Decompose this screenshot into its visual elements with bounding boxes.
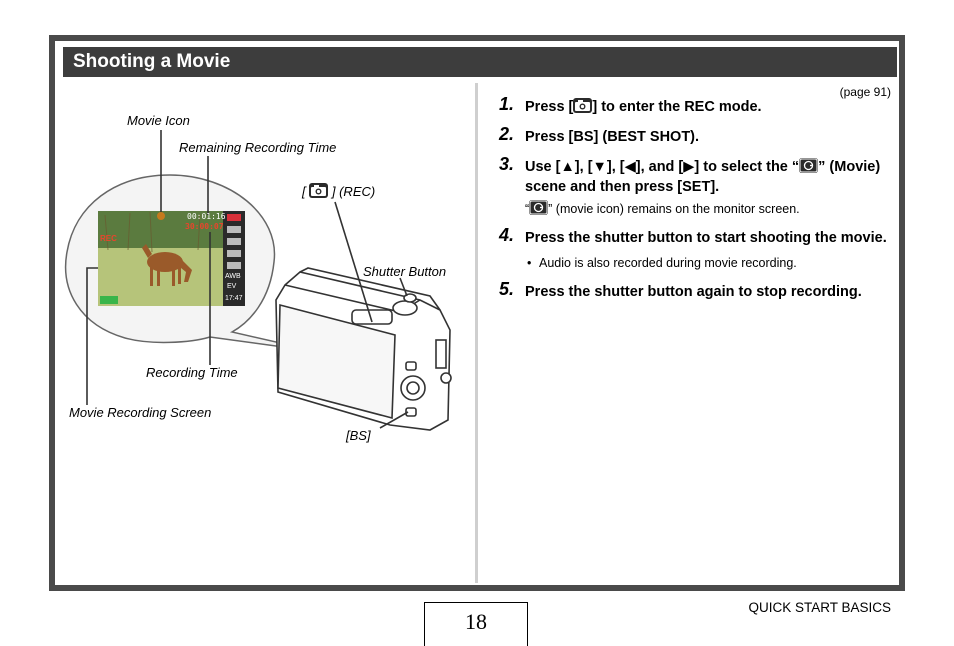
step-number: 3.	[499, 154, 515, 174]
screen-timer: 00:01:16	[187, 212, 226, 221]
steps-list: 1. Press [ ] to enter the REC mode. 2. Pr…	[499, 94, 899, 312]
section-name: QUICK START BASICS	[748, 600, 891, 615]
note-text: ” (movie icon) remains on the monitor sc…	[548, 202, 800, 216]
step-text: Press [BS] (BEST SHOT).	[525, 129, 700, 145]
label-movie-screen: Movie Recording Screen	[69, 405, 212, 420]
step-number: 2.	[499, 124, 515, 144]
note-text: “	[525, 202, 530, 216]
step-number: 4.	[499, 225, 515, 245]
screen-awb: AWB	[225, 273, 241, 280]
movie-scene-icon	[529, 200, 549, 215]
section-title: Shooting a Movie	[63, 47, 897, 77]
page-number: 18	[424, 602, 528, 646]
screen-ev: EV	[227, 283, 237, 290]
step-2: 2. Press [BS] (BEST SHOT).	[499, 124, 899, 147]
page-frame: Shooting a Movie (page 91) 1. Press [ ] t…	[49, 35, 905, 591]
page-reference: (page 91)	[839, 85, 891, 99]
step-3: 3. Use [▲], [▼], [◀], and [▶] to select …	[499, 154, 899, 218]
camera-icon	[309, 183, 329, 198]
step-text: ] to enter the REC mode.	[592, 99, 762, 115]
step-text: Press the shutter button to start shooti…	[525, 230, 887, 246]
step-1: 1. Press [ ] to enter the REC mode.	[499, 94, 899, 117]
label-rec: [ ] (REC)	[302, 183, 376, 199]
step-text: Press [	[525, 99, 574, 115]
step-number: 1.	[499, 94, 515, 114]
step-text: ” (Movie) scene and then press [SET].	[525, 159, 881, 195]
movie-scene-icon	[799, 158, 819, 173]
bullet-note: Audio is also recorded during movie reco…	[525, 254, 899, 272]
label-remaining-time: Remaining Recording Time	[179, 140, 337, 155]
step-5: 5. Press the shutter button again to sto…	[499, 279, 899, 302]
step-4: 4. Press the shutter button to start sho…	[499, 225, 899, 272]
label-shutter-button: Shutter Button	[363, 264, 447, 279]
camera-icon	[573, 98, 593, 113]
step-text: Use [▲], [▼], [◀], and [▶] to select the…	[525, 159, 800, 175]
step-number: 5.	[499, 279, 515, 299]
label-bs: [BS]	[346, 428, 371, 443]
column-divider	[475, 83, 478, 583]
step-text: Press the shutter button again to stop r…	[525, 284, 862, 300]
label-movie-icon: Movie Icon	[127, 113, 190, 128]
screen-remaining: 30:00:07	[185, 222, 224, 231]
label-recording-time: Recording Time	[146, 365, 238, 380]
screen-clock: 17:47	[225, 295, 243, 302]
screen-rec: REC	[100, 234, 117, 243]
